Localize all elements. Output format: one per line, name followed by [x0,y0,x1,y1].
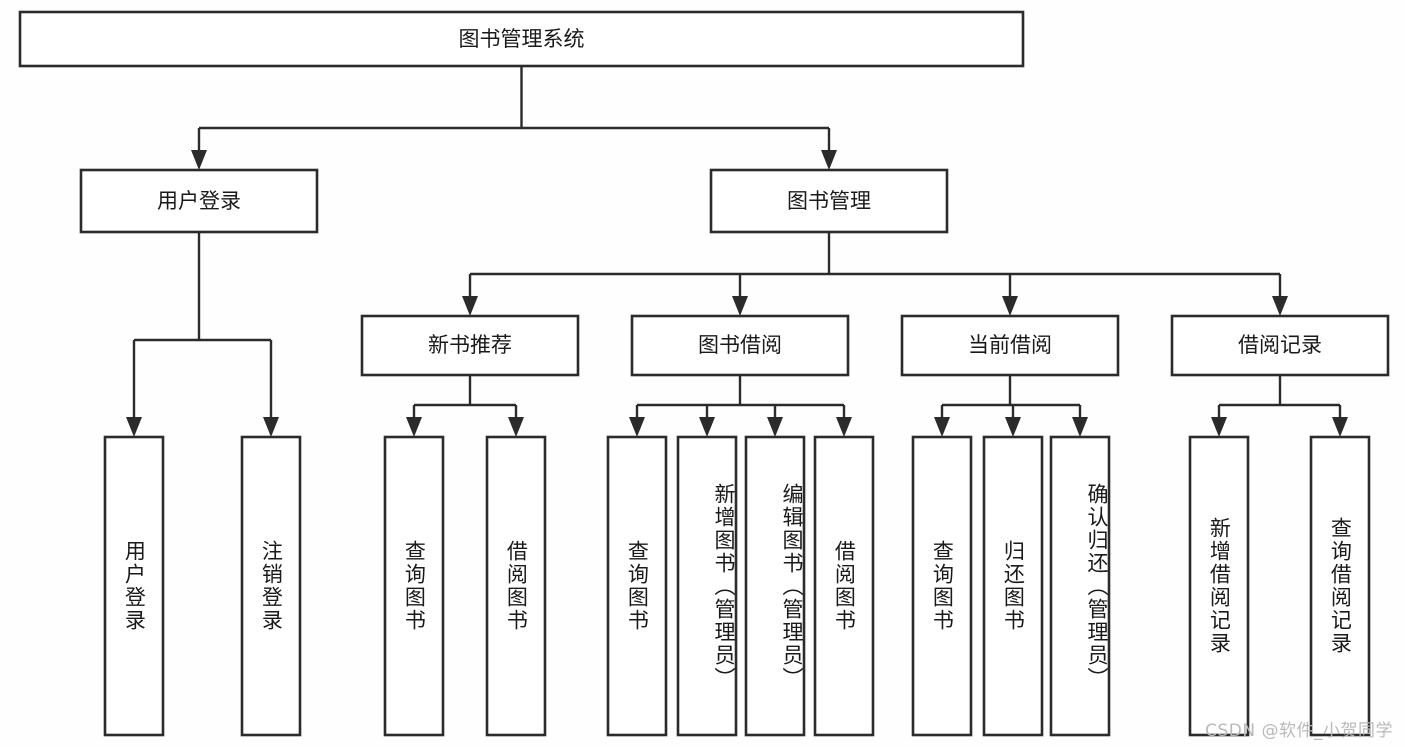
arrow-head-leaf-user-login [126,417,142,437]
connector-group-root [191,66,837,170]
connector-group-current-borrow [934,375,1088,437]
node-book-management[interactable]: 图书管理 [709,168,949,234]
node-borrow-record-label: 借阅记录 [1238,333,1322,357]
leaf-box-query-book-bb[interactable] [606,435,668,737]
connector-group-user-login [126,232,279,437]
connector-group-borrow-record [1211,375,1348,437]
leaf-box-borrow-book-nb[interactable] [485,435,547,737]
arrow-head-current-borrow [1002,296,1018,316]
node-root-label: 图书管理系统 [459,27,585,51]
node-book-management-box[interactable] [709,168,949,234]
arrow-head-leaf-query-book-cb [934,417,950,437]
arrow-head-leaf-logout [263,417,279,437]
leaf-box-query-book-nb[interactable] [383,435,445,737]
connector-group-new-book [406,375,524,437]
leaf-box-group [103,435,1371,737]
node-book-borrow[interactable]: 图书借阅 [630,314,850,377]
node-book-borrow-box[interactable] [630,314,850,377]
arrow-head-leaf-return-book [1005,417,1021,437]
leaf-box-query-borrow-record[interactable] [1309,435,1371,737]
node-root[interactable]: 图书管理系统 [18,10,1025,68]
leaf-box-edit-book-admin[interactable] [744,435,806,737]
node-user-login[interactable]: 用户登录 [79,168,319,234]
arrow-head-leaf-query-record [1332,417,1348,437]
leaf-box-borrow-book-bb[interactable] [813,435,875,737]
leaf-box-add-book-admin[interactable] [676,435,738,737]
node-user-login-label: 用户登录 [157,189,241,213]
leaf-box-user-login[interactable] [103,435,165,737]
node-root-box[interactable] [18,10,1025,68]
csdn-watermark: CSDN @软件_小贺同学 [1205,721,1393,741]
arrow-head-book-borrow [732,296,748,316]
node-book-management-label: 图书管理 [787,189,871,213]
arrow-head-leaf-query-book-nb [406,417,422,437]
node-user-login-box[interactable] [79,168,319,234]
arrow-head-leaf-edit-book [767,417,783,437]
leaf-box-query-book-cb[interactable] [911,435,973,737]
leaf-box-confirm-return-admin[interactable] [1049,435,1111,737]
arrow-head-leaf-borrow-book-bb [836,417,852,437]
node-current-borrow-box[interactable] [900,314,1120,377]
arrow-head-borrow-record [1272,296,1288,316]
arrow-head-leaf-add-book [699,417,715,437]
leaf-box-return-book[interactable] [982,435,1044,737]
node-new-book-recommend-box[interactable] [360,314,580,377]
arrow-head-leaf-query-book-bb [629,417,645,437]
connector-group-book-borrow [629,375,852,437]
arrow-head-leaf-confirm-return [1072,417,1088,437]
node-book-borrow-label: 图书借阅 [698,333,782,357]
node-current-borrow[interactable]: 当前借阅 [900,314,1120,377]
node-new-book-recommend[interactable]: 新书推荐 [360,314,580,377]
arrow-head-user-login [191,150,207,170]
leaf-box-logout-login[interactable] [240,435,302,737]
node-new-book-recommend-label: 新书推荐 [428,333,512,357]
connector-group-book-mgmt [462,232,1288,316]
node-borrow-record-box[interactable] [1170,314,1390,377]
node-borrow-record[interactable]: 借阅记录 [1170,314,1390,377]
leaf-box-add-borrow-record[interactable] [1188,435,1250,737]
arrow-head-leaf-borrow-book-nb [508,417,524,437]
arrow-head-new-book [462,296,478,316]
node-current-borrow-label: 当前借阅 [968,333,1052,357]
arrow-head-leaf-add-record [1211,417,1227,437]
arrow-head-book-mgmt [821,150,837,170]
